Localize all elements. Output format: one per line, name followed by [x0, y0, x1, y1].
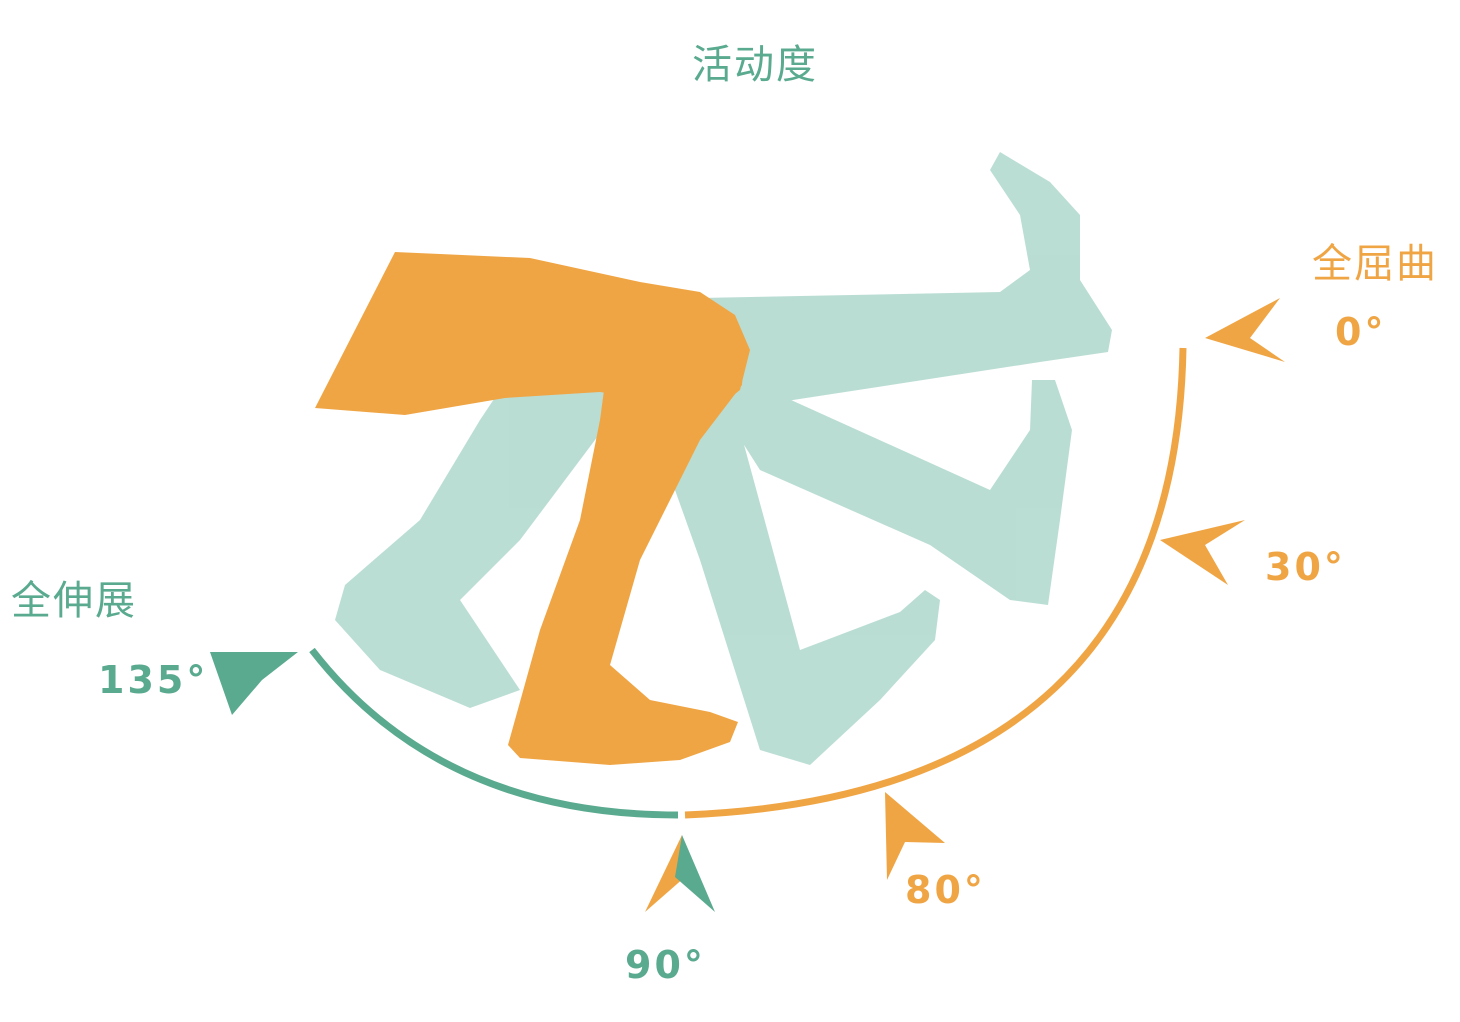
extension-title: 全伸展 [11, 578, 137, 624]
flexion-title: 全屈曲 [1312, 241, 1438, 287]
arrowhead-icon [675, 835, 715, 912]
arrowhead-icon [645, 835, 685, 912]
ghost-legs [335, 152, 1112, 765]
active-leg [315, 252, 750, 765]
extension-arc [309, 647, 679, 819]
ghost-leg-down [650, 380, 940, 765]
flexion-arc [684, 347, 1187, 819]
angle-label-80: 80° [905, 868, 986, 912]
angle-label-90: 90° [625, 943, 706, 987]
ghost-leg-mid [690, 360, 1072, 605]
ghost-leg-extended [335, 340, 610, 708]
arrowhead-icon [885, 792, 945, 880]
lower-leg-shape [508, 345, 745, 765]
arrowhead-icon [1205, 298, 1285, 362]
arrowhead-icon [1160, 520, 1245, 585]
angle-label-30: 30° [1265, 545, 1346, 589]
angle-label-135: 135° [98, 658, 208, 702]
arrowhead-icon [210, 652, 298, 715]
diagram-title: 活动度 [692, 42, 818, 88]
angle-label-0: 0° [1335, 310, 1386, 354]
